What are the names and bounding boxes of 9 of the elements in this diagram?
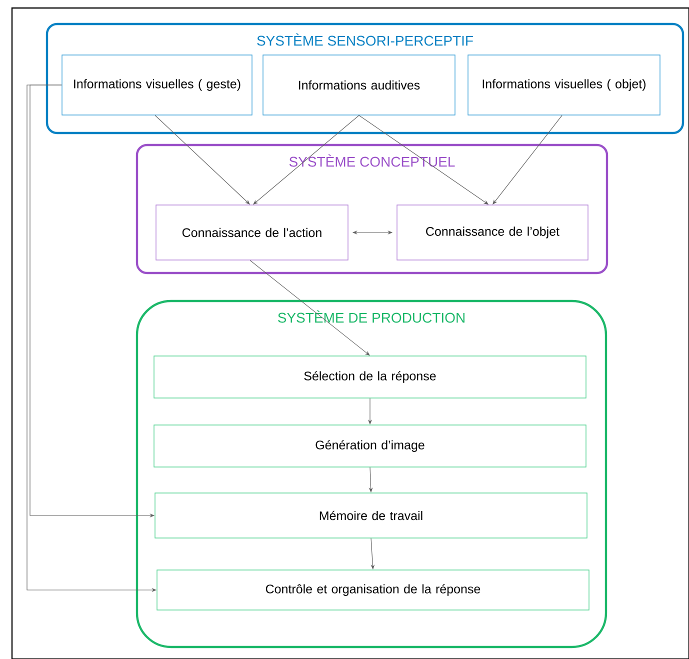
process-box: Mémoire de travail bbox=[154, 492, 588, 538]
process-box: Informations visuelles ( geste) bbox=[62, 54, 252, 116]
process-box: Informations auditives bbox=[262, 54, 456, 116]
process-box: Contrôle et organisation de la réponse bbox=[156, 570, 590, 610]
process-box: Informations visuelles ( objet) bbox=[468, 54, 660, 116]
process-box: Connaissance de l’action bbox=[156, 204, 348, 260]
process-box: Connaissance de l’objet bbox=[396, 204, 588, 260]
process-box: Génération d’image bbox=[154, 424, 586, 468]
process-box: Sélection de la réponse bbox=[154, 356, 586, 398]
